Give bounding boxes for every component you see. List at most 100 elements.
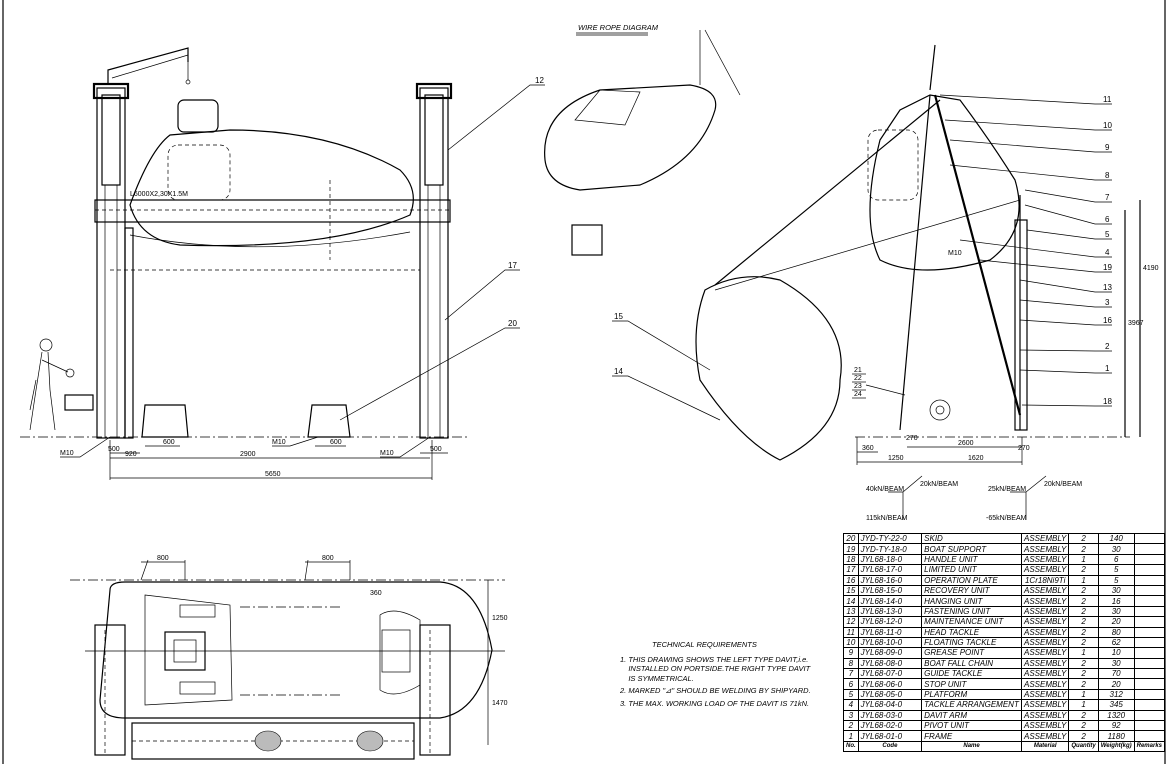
tech-req-item-1: 1. THIS DRAWING SHOWS THE LEFT TYPE DAVI… bbox=[620, 654, 811, 683]
cell-code: JYD-TY-22-0 bbox=[857, 532, 923, 545]
side-view: 3967 4190 360 1250 270 2600 1620 270 M10… bbox=[612, 44, 1159, 465]
cell-remarks bbox=[1133, 584, 1166, 597]
cell-material: ASSEMBLY bbox=[1020, 532, 1070, 545]
cell-weight: 62 bbox=[1097, 636, 1135, 649]
cell-code: JYD-TY-18-0 bbox=[857, 543, 923, 555]
cell-qty: 2 bbox=[1068, 564, 1099, 576]
cell-remarks bbox=[1133, 595, 1166, 607]
cell-weight: 140 bbox=[1097, 532, 1135, 545]
cell-no: 15 bbox=[843, 584, 859, 597]
side-dim-1250: 1250 bbox=[888, 455, 904, 462]
dim-2900: 2900 bbox=[240, 451, 256, 458]
cell-weight: 345 bbox=[1097, 699, 1135, 711]
cell-remarks bbox=[1133, 688, 1166, 701]
header-cell: Quantity bbox=[1068, 740, 1099, 753]
balloon-4: 4 bbox=[1105, 248, 1110, 257]
cell-weight: 30 bbox=[1097, 584, 1135, 597]
cell-remarks bbox=[1133, 553, 1166, 566]
cell-code: JYL68-07-0 bbox=[857, 668, 923, 680]
tech-req-item-2: 2. MARKED "⊿" SHOULD BE WELDING BY SHIPY… bbox=[620, 686, 811, 695]
cell-qty: 1 bbox=[1068, 699, 1099, 711]
dim-920: 920 bbox=[125, 451, 137, 458]
cell-weight: 312 bbox=[1097, 688, 1135, 701]
side-dim-2600: 2600 bbox=[958, 440, 974, 447]
cell-name: PIVOT UNIT bbox=[921, 720, 1022, 732]
cell-remarks bbox=[1133, 564, 1166, 576]
cell-qty: 2 bbox=[1068, 532, 1099, 545]
cell-qty: 2 bbox=[1068, 730, 1099, 742]
cell-no: 14 bbox=[843, 595, 859, 607]
cell-no: 20 bbox=[843, 532, 859, 545]
cell-remarks bbox=[1133, 626, 1166, 638]
dim-600-left: 600 bbox=[163, 439, 175, 446]
cell-qty: 2 bbox=[1068, 709, 1099, 722]
dim-500-left: 500 bbox=[108, 446, 120, 453]
cell-material: ASSEMBLY bbox=[1020, 647, 1070, 659]
cell-no: 12 bbox=[843, 616, 859, 628]
cell-code: JYL68-10-0 bbox=[857, 636, 923, 649]
header-cell: Weight(kg) bbox=[1097, 740, 1135, 753]
cell-name: LIMITED UNIT bbox=[921, 564, 1022, 576]
balloon-23: 23 bbox=[854, 383, 862, 390]
balloon-7: 7 bbox=[1105, 193, 1110, 202]
cell-remarks bbox=[1133, 647, 1166, 659]
cell-remarks bbox=[1133, 709, 1166, 722]
cell-name: BOAT FALL CHAIN bbox=[921, 657, 1022, 670]
plan-view: 800 800 360 1250 1470 bbox=[70, 555, 508, 760]
dim-5650: 5650 bbox=[265, 471, 281, 478]
cell-material: ASSEMBLY bbox=[1020, 626, 1070, 638]
side-dim-360: 360 bbox=[862, 445, 874, 452]
cell-remarks bbox=[1133, 720, 1166, 732]
cell-remarks bbox=[1133, 730, 1166, 742]
side-dim-3967: 3967 bbox=[1128, 320, 1144, 327]
cell-material: ASSEMBLY bbox=[1020, 720, 1070, 732]
cell-material: ASSEMBLY bbox=[1020, 595, 1070, 607]
cell-no: 4 bbox=[843, 699, 859, 711]
cell-material: ASSEMBLY bbox=[1020, 678, 1070, 690]
cell-code: JYL68-17-0 bbox=[857, 564, 923, 576]
cell-material: ASSEMBLY bbox=[1020, 636, 1070, 649]
tech-req-item-3: 3. THE MAX. WORKING LOAD OF THE DAVIT IS… bbox=[620, 698, 810, 708]
cell-name: OPERATION PLATE bbox=[921, 574, 1022, 586]
cell-weight: 30 bbox=[1097, 657, 1135, 670]
cell-weight: 20 bbox=[1097, 616, 1135, 628]
cell-code: JYL68-14-0 bbox=[857, 595, 923, 607]
plan-dim-1250: 1250 bbox=[492, 615, 508, 622]
cell-material: ASSEMBLY bbox=[1020, 564, 1070, 576]
cell-no: 2 bbox=[843, 720, 859, 732]
balloon-1: 1 bbox=[1105, 364, 1110, 373]
cell-qty: 2 bbox=[1068, 678, 1099, 690]
balloon-19: 19 bbox=[1103, 263, 1112, 272]
header-cell: No. bbox=[843, 740, 859, 753]
cell-remarks bbox=[1133, 543, 1166, 555]
cell-material: ASSEMBLY bbox=[1020, 584, 1070, 597]
cell-code: JYL68-03-0 bbox=[857, 709, 923, 722]
cell-remarks bbox=[1133, 605, 1166, 618]
cell-code: JYL68-11-0 bbox=[857, 626, 923, 638]
cell-no: 5 bbox=[843, 688, 859, 701]
cell-material: ASSEMBLY bbox=[1020, 668, 1070, 680]
cell-remarks bbox=[1133, 668, 1166, 680]
cell-no: 16 bbox=[843, 574, 859, 586]
cell-name: TACKLE ARRANGEMENT bbox=[921, 699, 1022, 711]
cell-remarks bbox=[1133, 574, 1166, 586]
side-dim-270-right: 270 bbox=[1018, 445, 1030, 452]
cell-qty: 2 bbox=[1068, 626, 1099, 638]
cell-qty: 2 bbox=[1068, 605, 1099, 618]
cell-qty: 1 bbox=[1068, 574, 1099, 586]
front-elevation-view: 500 920 600 2900 600 500 5650 M10 M10 M1… bbox=[20, 47, 545, 480]
balloon-8: 8 bbox=[1105, 171, 1110, 180]
plan-dim-360: 360 bbox=[370, 590, 382, 597]
side-dim-4190: 4190 bbox=[1143, 265, 1159, 272]
cell-weight: 30 bbox=[1097, 543, 1135, 555]
cell-no: 9 bbox=[843, 647, 859, 659]
cell-weight: 92 bbox=[1097, 720, 1135, 732]
cell-qty: 2 bbox=[1068, 657, 1099, 670]
